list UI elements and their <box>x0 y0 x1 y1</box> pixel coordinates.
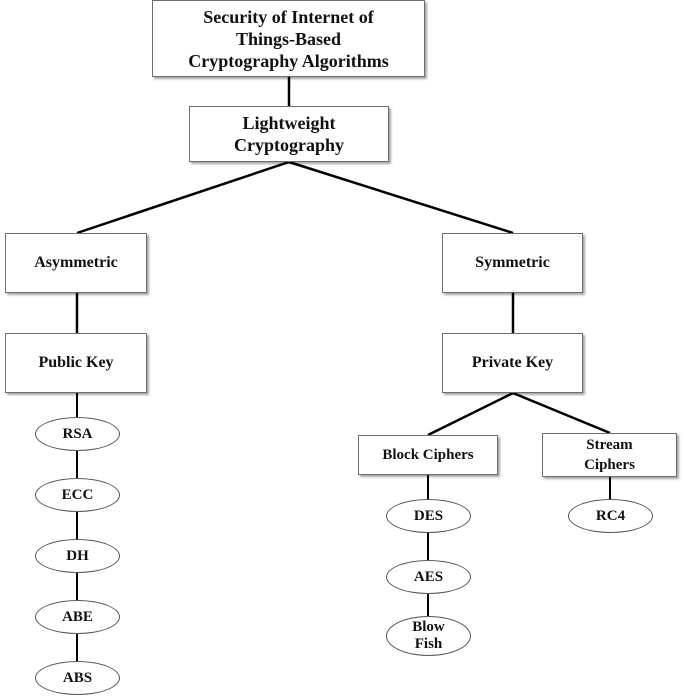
node-public-key: Public Key <box>5 333 147 393</box>
oval-abe: ABE <box>35 600 120 634</box>
oval-aes: AES <box>386 560 471 594</box>
oval-rsa: RSA <box>35 417 120 451</box>
oval-rc4-label: RC4 <box>595 507 626 524</box>
edge-privatekey-blockciphers <box>427 391 514 437</box>
oval-des-label: DES <box>413 507 444 524</box>
oval-abs: ABS <box>35 661 120 695</box>
node-public-key-label: Public Key <box>38 354 114 371</box>
node-lightweight-label: Lightweight Cryptography <box>233 113 344 155</box>
node-asymmetric-label: Asymmetric <box>34 254 118 271</box>
node-block-ciphers-label: Block Ciphers <box>382 447 474 463</box>
oval-rc4: RC4 <box>568 499 653 533</box>
oval-dh: DH <box>35 539 120 573</box>
node-asymmetric: Asymmetric <box>5 233 147 293</box>
node-root: Security of Internet of Things-Based Cry… <box>152 0 425 77</box>
edge-lightweight-symmetric <box>288 160 514 235</box>
oval-abe-label: ABE <box>62 608 93 625</box>
oval-ecc-label: ECC <box>61 486 94 503</box>
oval-rsa-label: RSA <box>62 425 93 442</box>
edge-privatekey-streamciphers <box>512 391 611 435</box>
node-private-key-label: Private Key <box>471 354 554 371</box>
node-symmetric-label: Symmetric <box>475 254 550 271</box>
oval-abs-label: ABS <box>62 669 93 686</box>
edge-lightweight-asymmetric <box>76 160 290 235</box>
oval-blow-fish-label: Blow Fish <box>412 619 445 652</box>
node-stream-ciphers-label: Stream Ciphers <box>584 437 635 473</box>
oval-blow-fish: Blow Fish <box>386 616 471 656</box>
node-symmetric: Symmetric <box>442 233 583 293</box>
node-root-label: Security of Internet of Things-Based Cry… <box>188 6 389 71</box>
node-private-key: Private Key <box>442 333 583 393</box>
node-stream-ciphers: Stream Ciphers <box>542 433 677 477</box>
oval-aes-label: AES <box>413 568 444 585</box>
oval-des: DES <box>386 499 471 533</box>
node-lightweight-cryptography: Lightweight Cryptography <box>189 106 389 162</box>
oval-dh-label: DH <box>66 547 89 564</box>
oval-ecc: ECC <box>35 478 120 512</box>
node-block-ciphers: Block Ciphers <box>358 435 498 475</box>
